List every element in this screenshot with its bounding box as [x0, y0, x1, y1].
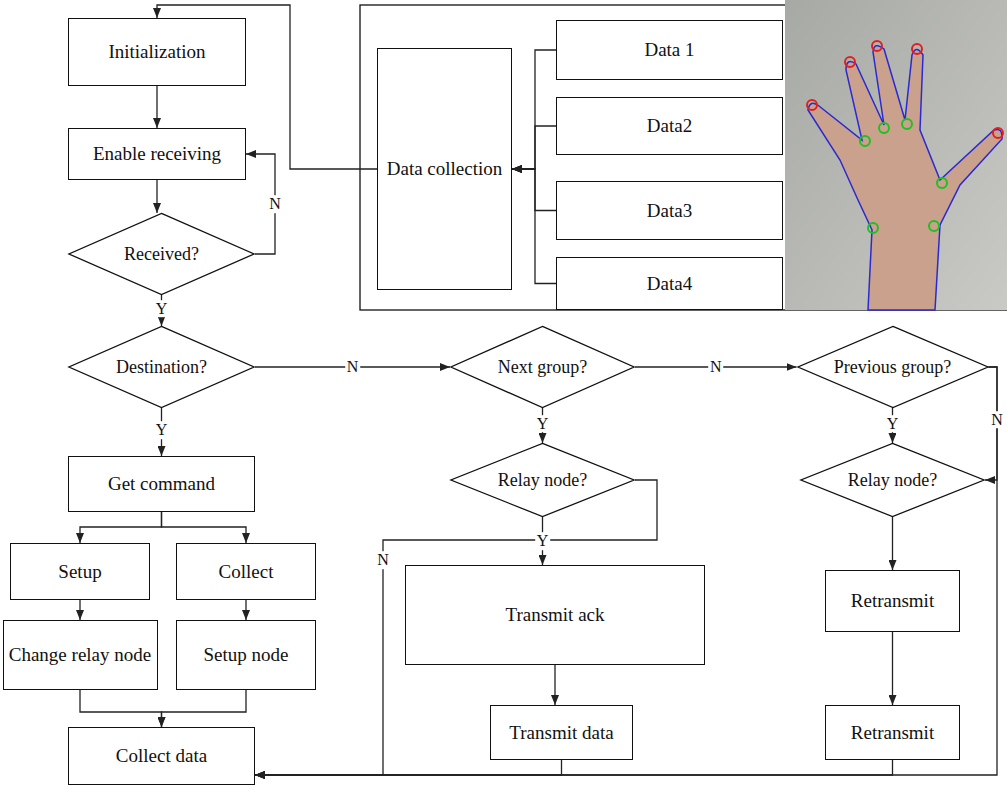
decision-diamond: Relay node?: [450, 443, 635, 517]
fingertip-markers: [807, 41, 1003, 138]
branch-label: N: [375, 551, 391, 569]
process-box: Transmit ack: [405, 565, 705, 665]
flow-arrow: [80, 690, 162, 727]
process-box: Data2: [556, 97, 783, 155]
hand-photo: [785, 0, 1007, 310]
box-text: Setup: [58, 561, 101, 583]
diamond-shape: [451, 443, 634, 516]
branch-label: Y: [885, 415, 901, 433]
flow-arrow: [255, 760, 562, 775]
flow-arrow: [79, 600, 80, 620]
box-text: Transmit ack: [505, 604, 604, 626]
flow-arrow: [156, 86, 157, 128]
branch-label: Y: [154, 300, 170, 318]
decision-text: Destination?: [116, 357, 207, 378]
process-box: Initialization: [68, 18, 246, 86]
flow-arrow: [80, 512, 162, 543]
process-box: Setup node: [176, 620, 316, 690]
diamond-shape: [451, 326, 634, 407]
process-box: Retransmit: [825, 705, 960, 760]
decision-diamond: Destination?: [68, 326, 255, 408]
flow-arrow: [156, 180, 157, 213]
box-text: Data4: [647, 273, 692, 295]
flow-arrow: [162, 512, 247, 543]
box-text: Change relay node: [9, 644, 151, 666]
decision-text: Received?: [124, 244, 199, 265]
process-box: Data3: [556, 181, 783, 240]
branch-label: N: [989, 411, 1005, 429]
flow-arrow: [512, 50, 556, 169]
flow-arrow: [892, 517, 893, 570]
process-box: Setup: [10, 543, 150, 600]
box-text: Data2: [647, 115, 692, 137]
box-text: Enable receiving: [93, 143, 221, 165]
branch-label: Y: [154, 421, 170, 439]
decision-diamond: Previous group?: [797, 326, 989, 408]
box-text: Setup node: [204, 644, 289, 666]
diamond-shape: [801, 443, 984, 516]
flow-arrow: [892, 632, 893, 705]
valley-markers: [860, 119, 947, 233]
box-text: Data 1: [644, 39, 694, 61]
box-text: Transmit data: [509, 722, 613, 744]
decision-text: Relay node?: [498, 470, 587, 491]
box-text: Data3: [647, 200, 692, 222]
process-box: Transmit data: [490, 705, 633, 760]
flow-arrow: [162, 690, 247, 727]
decision-diamond: Next group?: [450, 326, 635, 408]
flow-arrow: [554, 665, 555, 705]
process-box: Data collection: [377, 48, 512, 290]
branch-label: N: [267, 195, 283, 213]
box-text: Collect: [219, 561, 274, 583]
process-box: Change relay node: [3, 620, 158, 690]
process-box: Collect: [176, 543, 316, 600]
branch-label: N: [708, 358, 724, 376]
branch-label: Y: [535, 532, 551, 550]
box-text: Collect data: [116, 745, 207, 767]
process-box: Retransmit: [825, 570, 960, 632]
box-text: Data collection: [387, 158, 503, 180]
branch-label: Y: [535, 415, 551, 433]
decision-text: Relay node?: [848, 470, 937, 491]
decision-diamond: Relay node?: [800, 443, 985, 517]
box-text: Get command: [108, 473, 215, 495]
flow-arrow: [255, 367, 997, 775]
branch-label: N: [345, 358, 361, 376]
box-text: Retransmit: [851, 722, 934, 744]
diamond-shape: [69, 326, 254, 407]
photo-background: [785, 0, 1007, 310]
process-box: Enable receiving: [68, 128, 246, 180]
box-text: Initialization: [108, 41, 205, 63]
flow-arrow: [512, 169, 556, 284]
decision-text: Next group?: [498, 357, 587, 378]
decision-text: Previous group?: [834, 357, 951, 378]
diamond-shape: [797, 326, 987, 407]
process-box: Get command: [68, 456, 255, 512]
flow-arrow: [255, 760, 893, 775]
process-box: Data4: [556, 257, 783, 310]
flow-arrow: [245, 600, 246, 620]
process-box: Collect data: [68, 727, 255, 785]
flow-arrow: [512, 126, 556, 169]
flow-arrow: [512, 169, 556, 211]
process-box: Data 1: [556, 20, 783, 80]
decision-diamond: Received?: [68, 213, 255, 295]
diamond-shape: [69, 213, 254, 294]
box-text: Retransmit: [851, 590, 934, 612]
hand-contour: [808, 46, 1002, 310]
